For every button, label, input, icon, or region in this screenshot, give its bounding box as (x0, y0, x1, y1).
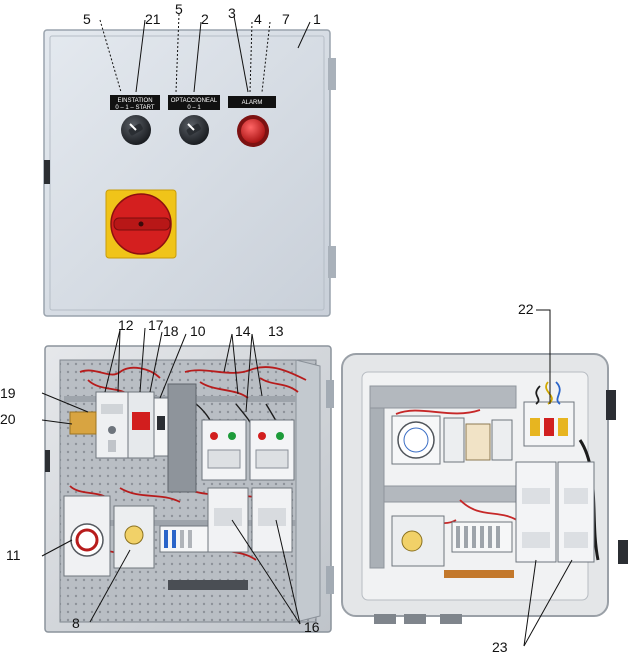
hinge-bottom-open (326, 566, 334, 594)
callout-11: 11 (6, 547, 21, 563)
terminal-strip-right (451, 521, 513, 553)
control-relays (95, 391, 155, 459)
callout-14: 14 (235, 323, 251, 339)
callout-13: 13 (268, 323, 284, 339)
callout-3: 3 (228, 5, 236, 21)
label-plate-middle: OPTACCIONEAL 0 – 1 (168, 95, 220, 111)
door-latch (44, 160, 50, 184)
label-mid-sub: 0 – 1 (187, 105, 201, 111)
label-plate-right: ALARM (228, 96, 276, 108)
callout-18: 18 (163, 323, 179, 339)
earth-bar (168, 580, 248, 590)
hinge-top-open (326, 380, 334, 408)
callout-10: 10 (190, 323, 206, 339)
earth-bar-right (444, 570, 514, 578)
callout-5-left: 5 (83, 11, 91, 27)
callout-12: 12 (118, 317, 134, 333)
top-duct (369, 385, 517, 409)
callout-17: 17 (148, 317, 164, 333)
callout-8: 8 (72, 615, 80, 631)
label-left-title: EINSTATION (117, 98, 152, 104)
timer-switch (391, 415, 441, 465)
relay-r1 (443, 417, 465, 463)
contactor-16a (207, 487, 249, 553)
label-right-title: ALARM (242, 100, 263, 106)
right-hinge-2 (618, 540, 628, 564)
callout-16: 16 (304, 619, 320, 635)
label-mid-title: OPTACCIONEAL (171, 98, 218, 104)
cabinet-latch (45, 450, 50, 472)
label-left-sub: 0 – 1 – START (115, 105, 154, 111)
relay-r2 (465, 423, 491, 461)
label-plate-left: EINSTATION 0 – 1 – START (110, 95, 160, 111)
motor-protector-8 (113, 505, 155, 569)
enclosure-door (43, 29, 336, 317)
callout-21: 21 (145, 11, 161, 27)
contactor-1 (201, 419, 247, 481)
motor-protector-right (391, 515, 445, 567)
terminal-22 (523, 401, 575, 447)
left-duct (369, 407, 385, 569)
din-rail-bottom (64, 520, 296, 526)
callout-23: 23 (492, 639, 508, 655)
right-hinge-1 (606, 390, 616, 420)
circuit-breakers (153, 397, 169, 457)
contactor-23a (515, 461, 557, 563)
terminal-strip (159, 525, 209, 553)
callout-22: 22 (518, 301, 534, 317)
callout-1: 1 (313, 11, 321, 27)
main-isolator-switch[interactable] (105, 189, 177, 259)
terminal-block-20 (69, 411, 97, 435)
contactor-2 (249, 419, 295, 481)
timer-unit-11 (63, 495, 111, 577)
mid-duct (369, 485, 517, 503)
callout-20: 20 (0, 411, 16, 427)
selector-switch-mode[interactable] (179, 115, 209, 145)
callout-5-top: 5 (175, 1, 183, 17)
cable-duct (167, 383, 197, 493)
callout-4: 4 (254, 11, 262, 27)
callout-2: 2 (201, 11, 209, 27)
hinge-bottom (328, 246, 336, 278)
relay-r3 (491, 419, 513, 461)
callout-19: 19 (0, 385, 16, 401)
contactor-16b (251, 487, 293, 553)
alarm-lamp (237, 115, 269, 147)
selector-switch-start[interactable] (121, 115, 151, 145)
contactor-23b (557, 461, 595, 563)
hinge-top (328, 58, 336, 90)
callout-7: 7 (282, 11, 290, 27)
leader-lines (41, 13, 573, 647)
